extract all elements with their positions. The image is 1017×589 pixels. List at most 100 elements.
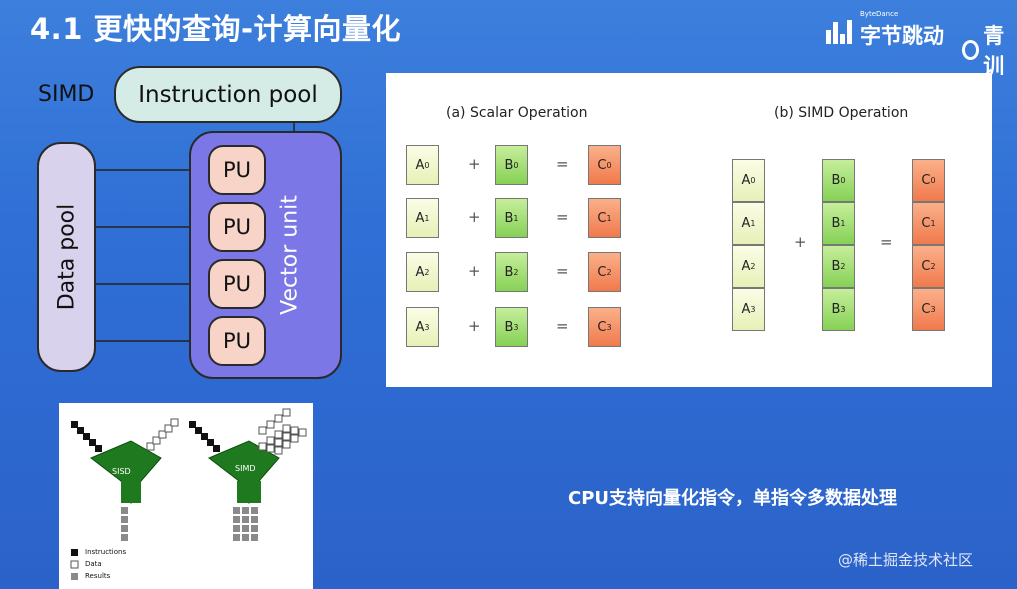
partner-logo: 青训: [962, 20, 1017, 80]
simd-cell-c1-letter: C: [921, 216, 931, 231]
scalar-cell-a1-letter: A: [415, 210, 425, 226]
sisd-data: [146, 418, 179, 451]
sisd-instructions: [71, 421, 102, 452]
simd-cell-c2-letter: C: [921, 259, 931, 274]
data-pool-label: Data pool: [54, 203, 79, 311]
plus-sign: +: [468, 317, 481, 335]
simd-cell-b1-sub: 1: [840, 219, 846, 228]
equals-sign: =: [556, 155, 569, 173]
simd-cell-b3-letter: B: [831, 302, 841, 317]
simd-cell-b2-sub: 2: [840, 262, 846, 271]
simd-cell-c0-sub: 0: [930, 176, 936, 185]
equals-sign: =: [556, 317, 569, 335]
simd-cell-a1-sub: 1: [750, 219, 756, 228]
sisd-processor-stem: [121, 481, 141, 503]
sisd-simd-drawing: [70, 408, 307, 580]
simd-cell-c3-letter: C: [921, 302, 931, 317]
scalar-cell-c3-sub: 3: [606, 322, 612, 332]
legend-results: Results: [85, 572, 111, 580]
scalar-cell-c2-letter: C: [597, 264, 607, 280]
sisd-simd-figure: SISD SIMD Instructions Data Results: [59, 403, 313, 589]
simd-cell-a2-letter: A: [741, 259, 751, 274]
simd-cell-a1-letter: A: [741, 216, 751, 231]
simd-cell-a0-sub: 0: [750, 176, 756, 185]
legend-instructions: Instructions: [85, 548, 127, 556]
scalar-cell-a3-letter: A: [415, 319, 425, 335]
scalar-cell-a2-sub: 2: [424, 267, 430, 277]
simd-cell-c1-sub: 1: [930, 219, 936, 228]
simd-cell-a2-sub: 2: [750, 262, 756, 271]
simd-cell-c2-sub: 2: [930, 262, 936, 271]
legend-data: Data: [85, 560, 102, 568]
simd-label: SIMD: [38, 82, 95, 107]
scalar-cell-a0-sub: 0: [424, 160, 430, 170]
scalar-cell-b0-letter: B: [504, 157, 514, 173]
equals-sign: =: [880, 233, 893, 251]
instruction-pool: Instruction pool: [114, 66, 342, 123]
scalar-cell-a1-sub: 1: [424, 213, 430, 223]
data-pool: Data pool: [37, 142, 96, 372]
scalar-cell-c3-letter: C: [597, 319, 607, 335]
equals-sign: =: [556, 262, 569, 280]
scalar-cell-a3-sub: 3: [424, 322, 430, 332]
scalar-cell-b3-sub: 3: [513, 322, 519, 332]
sisd-results: [121, 507, 128, 541]
simd-cell-b0-letter: B: [831, 173, 841, 188]
simd-results: [233, 507, 258, 541]
bytedance-logo-icon: [826, 20, 854, 44]
operations-figure: (a) Scalar Operation (b) SIMD Operation …: [386, 73, 992, 387]
slide-caption: CPU支持向量化指令，单指令多数据处理: [568, 488, 898, 509]
scalar-cell-b3-letter: B: [504, 319, 514, 335]
pu-unit: PU: [208, 202, 266, 252]
equals-sign: =: [556, 208, 569, 226]
scalar-cell-c2-sub: 2: [606, 267, 612, 277]
partner-logo-icon: [962, 40, 980, 60]
simd-cell-a3-sub: 3: [750, 305, 756, 314]
plus-sign: +: [468, 262, 481, 280]
simd-cell-b2-letter: B: [831, 259, 841, 274]
legend-results-swatch: [71, 573, 78, 580]
pu-unit: PU: [208, 316, 266, 366]
scalar-cell-b0-sub: 0: [513, 160, 519, 170]
scalar-cell-b2-sub: 2: [513, 267, 519, 277]
scalar-cell-c1-letter: C: [597, 210, 607, 226]
simd-processor-label: SIMD: [235, 464, 256, 473]
simd-cell-c0-letter: C: [921, 173, 931, 188]
scalar-cell-c1-sub: 1: [606, 213, 612, 223]
watermark: @稀土掘金技术社区: [838, 551, 974, 569]
scalar-cell-b2-letter: B: [504, 264, 514, 280]
pu-unit: PU: [208, 259, 266, 309]
pu-unit: PU: [208, 145, 266, 195]
sisd-label: SISD: [112, 467, 131, 476]
partner-logo-text: 青训: [983, 24, 1005, 78]
legend-instructions-swatch: [71, 549, 78, 556]
scalar-cell-c0-sub: 0: [606, 160, 612, 170]
scalar-cell-a2-letter: A: [415, 264, 425, 280]
scalar-cell-b1-letter: B: [504, 210, 514, 226]
simd-processor-stem: [237, 481, 261, 503]
simd-cell-b1-letter: B: [831, 216, 841, 231]
bytedance-logo-sub: ByteDance: [860, 10, 899, 18]
simd-cell-b0-sub: 0: [840, 176, 846, 185]
simd-operation-title: (b) SIMD Operation: [774, 105, 909, 121]
vector-unit-label: Vector unit: [277, 195, 303, 315]
simd-cell-a3-letter: A: [741, 302, 751, 317]
